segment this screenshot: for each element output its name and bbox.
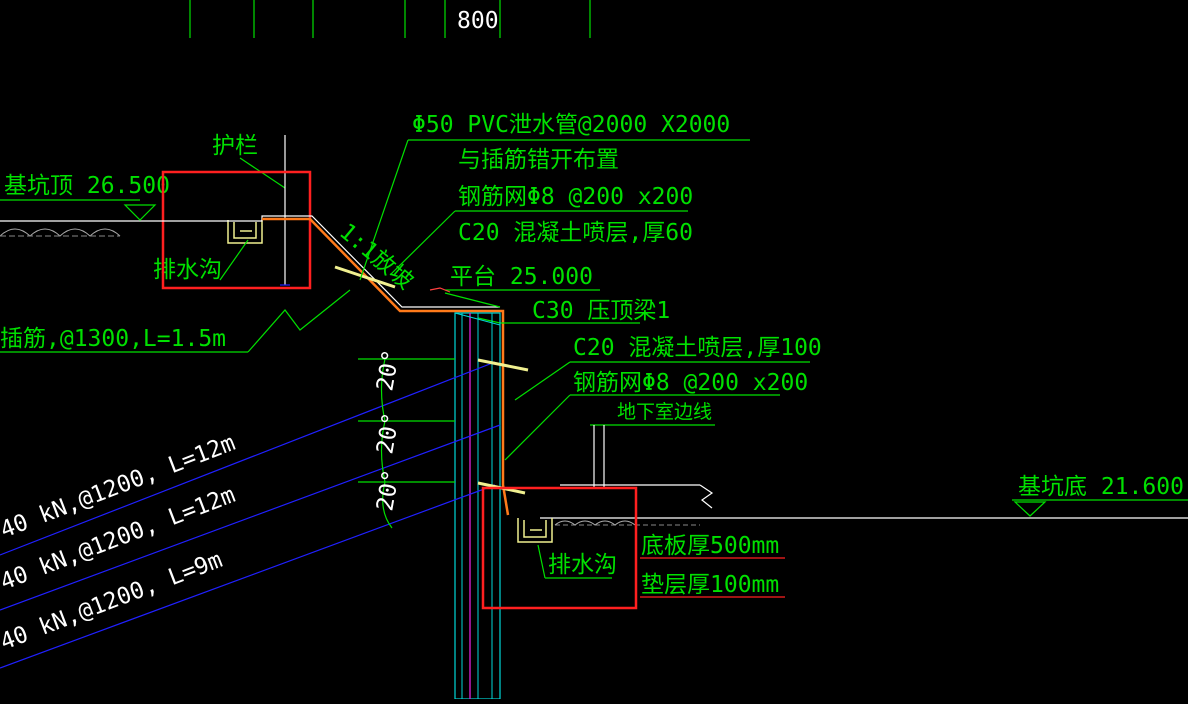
mesh-lower-label: 钢筋网Φ8 @200 x200 [573, 370, 808, 396]
platform-label: 平台 25.000 [450, 264, 593, 290]
mesh-upper-label: 钢筋网Φ8 @200 x200 [458, 184, 693, 210]
shotcrete-60-label: C20 混凝土喷层,厚60 [458, 220, 693, 246]
drain-left-leader [219, 239, 249, 281]
slope-outline [150, 215, 500, 308]
angle-dimensions [358, 358, 455, 529]
pit-bottom-slab [540, 484, 1188, 526]
stagger-label: 与插筋错开布置 [458, 147, 619, 173]
mesh-upper-leader [389, 210, 456, 276]
pit-bottom-label: 基坑底 21.600 [1018, 474, 1184, 500]
basement-line-label: 地下室边线 [617, 401, 712, 423]
guardrail-label: 护栏 [212, 133, 258, 159]
right-highlight-box [481, 486, 638, 610]
slope-dowel [334, 265, 396, 289]
drain-left-label: 排水沟 [153, 257, 222, 283]
anchor-labels: 40 kN,@1200, L=12m 40 kN,@1200, L=12m 40… [0, 430, 239, 656]
pit-top-ground [0, 199, 157, 237]
dowel-leader [247, 289, 351, 353]
right-drain-detail [517, 518, 553, 543]
left-drain-detail [227, 220, 263, 244]
angle-1: 20° [372, 348, 405, 393]
pile-lines [454, 312, 501, 700]
angle-3: 20° [372, 468, 405, 513]
top-dimension [189, 0, 591, 38]
cap-beam-label: C30 压顶梁1 [532, 298, 670, 324]
shotcrete-100-label: C20 混凝土喷层,厚100 [573, 335, 822, 361]
pvc-pipe-label: Φ50 PVC泄水管@2000 X2000 [412, 112, 730, 138]
angle-2: 20° [372, 411, 405, 456]
drain-right-label: 排水沟 [548, 552, 617, 578]
cushion-thickness-label: 垫层厚100mm [641, 572, 779, 598]
anchor-lines [0, 361, 501, 669]
pvc-leader [359, 139, 409, 281]
top-dimension-text: 800 [457, 8, 499, 34]
left-highlight-box [161, 170, 312, 290]
slab-thickness-label: 底板厚500mm [641, 533, 779, 559]
dowel-label: 插筋,@1300,L=1.5m [0, 326, 226, 352]
pit-top-label: 基坑顶 26.500 [4, 173, 170, 199]
